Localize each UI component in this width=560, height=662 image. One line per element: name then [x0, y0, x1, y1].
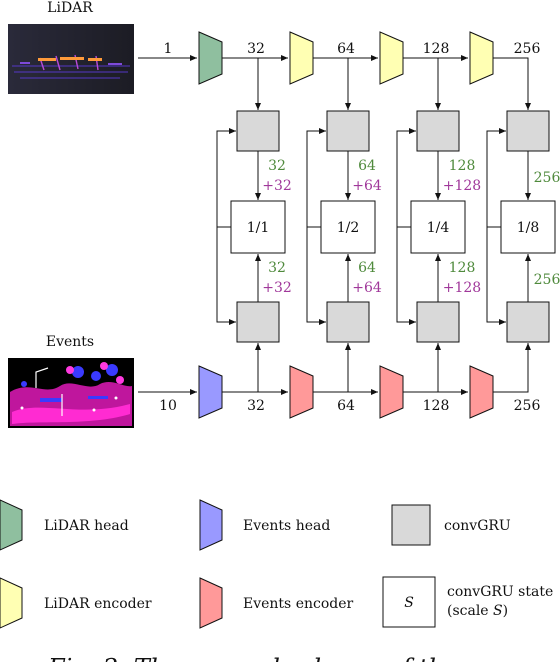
feedback-bottom-stage-4	[486, 227, 506, 325]
events-input-image	[8, 358, 134, 428]
state-box-stage-3	[410, 200, 466, 254]
convgru-top-stage-4	[506, 110, 550, 152]
events-channels-stage-2: 64	[337, 398, 355, 414]
convgru-bottom-stage-3	[416, 301, 460, 343]
events-input-title: Events	[46, 334, 94, 350]
events-add-stage-1-bottom: +32	[262, 280, 292, 296]
lidar-add-stage-2-top: 64	[358, 158, 376, 174]
legend-lidar-encoder-icon	[0, 577, 23, 629]
lidar-encoder-block-1	[289, 31, 314, 85]
legend-convgru-state-icon	[382, 576, 436, 628]
feedback-top-stage-2	[306, 128, 326, 228]
lidar-add-stage-2-bottom: 64	[358, 260, 376, 276]
lidar-add-stage-4-bottom: 256	[534, 272, 560, 288]
lidar-channels-stage-3: 128	[423, 41, 450, 57]
events-add-stage-3-top: +128	[443, 178, 481, 194]
lidar-add-stage-1-top: 32	[268, 158, 286, 174]
events-channels-stage-3: 128	[423, 398, 450, 414]
events-add-stage-3-bottom: +128	[443, 280, 481, 296]
lidar-add-stage-1-bottom: 32	[268, 260, 286, 276]
feedback-top-stage-3	[396, 128, 416, 228]
lidar-input-channels: 1	[164, 41, 173, 57]
lidar-add-stage-4-top: 256	[534, 170, 560, 186]
lidar-input-image	[8, 24, 134, 94]
legend-lidar-head-label: LiDAR head	[44, 518, 129, 534]
events-encoder-block-2	[379, 365, 404, 419]
state-box-stage-2	[320, 200, 376, 254]
events-add-stage-1-top: +32	[262, 178, 292, 194]
convgru-top-stage-1	[236, 110, 280, 152]
state-scale-stage-3: 1/4	[427, 220, 450, 236]
lidar-channels-stage-1: 32	[247, 41, 265, 57]
legend: LiDAR head Events head convGRU LiDAR enc…	[0, 499, 553, 629]
events-head-block	[198, 365, 223, 419]
convgru-top-stage-3	[416, 110, 460, 152]
feedback-bottom-stage-3	[396, 227, 416, 325]
events-add-stage-2-bottom: +64	[352, 280, 382, 296]
convgru-bottom-stage-1	[236, 301, 280, 343]
figure-caption: Fig. 2: The general scheme of the propos…	[47, 654, 560, 662]
events-input-channels: 10	[159, 398, 177, 414]
legend-events-encoder-icon	[199, 577, 223, 629]
legend-state-symbol: S	[404, 595, 414, 611]
events-add-stage-2-top: +64	[352, 178, 382, 194]
events-encoder-block-3	[469, 365, 494, 419]
lidar-encoder-block-3	[469, 31, 494, 85]
lidar-add-stage-3-top: 128	[449, 158, 476, 174]
legend-events-encoder-label: Events encoder	[243, 596, 354, 612]
state-scale-stage-2: 1/2	[337, 220, 360, 236]
lidar-encoder-block-2	[379, 31, 404, 85]
convgru-bottom-stage-4	[506, 301, 550, 343]
lidar-channels-stage-2: 64	[337, 41, 355, 57]
legend-state-line-2-suffix: )	[503, 603, 508, 619]
legend-state-line-1: convGRU state	[447, 584, 553, 600]
legend-events-head-icon	[199, 499, 223, 551]
legend-state-line-2-prefix: (scale	[447, 603, 493, 619]
events-channels-stage-1: 32	[247, 398, 265, 414]
legend-state-line-2-var: S	[493, 603, 503, 619]
legend-lidar-encoder-label: LiDAR encoder	[44, 596, 152, 612]
convgru-top-stage-2	[326, 110, 370, 152]
feedback-bottom-stage-1	[216, 227, 236, 325]
legend-convgru-icon	[391, 504, 431, 546]
legend-convgru-label: convGRU	[444, 518, 511, 534]
legend-state-line-2: (scale S)	[447, 603, 508, 619]
feedback-bottom-stage-2	[306, 227, 326, 325]
legend-lidar-head-icon	[0, 499, 23, 551]
feedback-top-stage-4	[486, 128, 506, 228]
lidar-channels-stage-4: 256	[514, 41, 541, 57]
events-encoder-block-1	[289, 365, 314, 419]
events-flow-lines	[138, 343, 531, 395]
state-scale-stage-4: 1/8	[517, 220, 540, 236]
events-channels-stage-4: 256	[514, 398, 541, 414]
convgru-bottom-stage-2	[326, 301, 370, 343]
lidar-head-block	[198, 31, 223, 85]
state-scale-stage-1: 1/1	[247, 220, 270, 236]
lidar-flow-lines	[138, 55, 531, 110]
lidar-input-title: LiDAR	[47, 0, 93, 16]
feedback-top-stage-1	[216, 128, 236, 228]
legend-events-head-label: Events head	[243, 518, 330, 534]
state-box-stage-4	[500, 200, 556, 254]
lidar-add-stage-3-bottom: 128	[449, 260, 476, 276]
